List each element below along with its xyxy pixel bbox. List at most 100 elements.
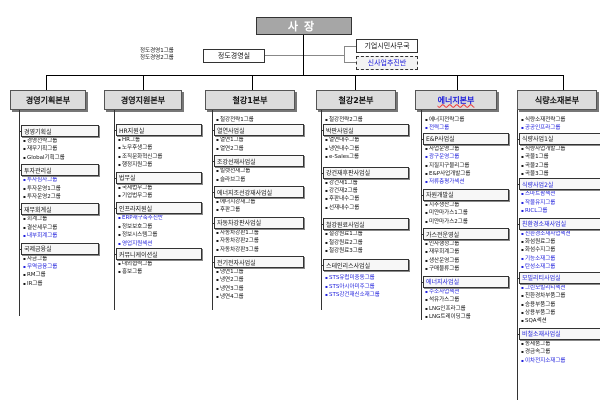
group-item: 무역금융그룹 — [19, 263, 99, 271]
group-item: 강건재2그룹 — [321, 187, 409, 195]
group-item: 대외협력그룹 — [114, 260, 202, 268]
group-item: 동제품그룹 — [517, 340, 600, 348]
group-item: 탄성소재그룹 — [517, 263, 600, 271]
group-item: 철강전략2그룹 — [321, 116, 409, 124]
group-item: STS아시아미주그룹 — [321, 283, 409, 291]
group-item: 지질지구물리그룹 — [421, 162, 509, 170]
drop-line — [252, 75, 253, 90]
column-spine — [19, 110, 20, 316]
drop-line — [457, 75, 458, 90]
office-box[interactable]: 법무실 — [114, 171, 202, 184]
column-spine — [212, 110, 213, 310]
division-column-0: 경영기획실 경영전략그룹 재무기획그룹 Global기획그룹 투자관리실 투자심… — [19, 110, 99, 316]
group-item: 곡물2그룹 — [517, 162, 600, 170]
division-head-energy[interactable]: 에너지본부 — [415, 90, 497, 110]
group-item: IR그룹 — [19, 280, 99, 288]
audit-office-box[interactable]: 정도경영실 — [203, 49, 265, 63]
staff-right-tick-1 — [344, 46, 356, 47]
office-box[interactable]: 국제금융실 — [19, 242, 99, 255]
group-item: 사업운영그룹 — [421, 145, 509, 153]
office-box[interactable]: HR지원실 — [114, 124, 202, 136]
office-box[interactable]: 친환경소재사업실 — [517, 217, 600, 230]
group-item: 결산세무그룹 — [19, 224, 99, 232]
group-item: 철강전략1그룹 — [212, 116, 304, 124]
office-box[interactable]: 재무회계실 — [19, 203, 99, 216]
office-box[interactable]: 투자관리실 — [19, 164, 99, 177]
drop-line — [355, 75, 356, 90]
division-head-management-planning[interactable]: 경영기획본부 — [10, 90, 86, 110]
group-item: STS유럽미중동그룹 — [321, 274, 409, 282]
group-item: 냉연내수그룹 — [321, 145, 409, 153]
staff-left-line — [265, 55, 303, 56]
column-spine — [421, 110, 422, 320]
office-box[interactable]: 박판사업실 — [321, 124, 409, 137]
office-box[interactable]: 강건재후판사업실 — [321, 166, 409, 179]
division-head-steel-1[interactable]: 철강1본부 — [205, 90, 295, 110]
group-item: 구매물류그룹 — [421, 265, 509, 273]
group-item: 에너지전략그룹 — [421, 116, 509, 124]
division-column-5: 식량소재전략그룹 공공인프라그룹 식량사업1실 식량사업개발그룹 곡물1그룹 곡… — [517, 110, 600, 400]
ceo-box[interactable]: 사장 — [256, 17, 352, 35]
group-item: HR그룹 — [114, 136, 202, 144]
office-box[interactable]: 철강원료사업실 — [321, 218, 409, 231]
office-box[interactable]: 가스전운영실 — [421, 228, 509, 241]
group-item: 인사행정그룹 — [421, 240, 509, 248]
office-box[interactable]: 모빌리티사업실 — [517, 271, 600, 284]
group-item: 시추생산그룹 — [421, 201, 509, 209]
division-head-food-materials[interactable]: 식량소재본부 — [517, 90, 597, 110]
drop-line — [563, 75, 564, 90]
staff-right-line — [304, 55, 344, 56]
group-item: RM그룹 — [19, 271, 99, 279]
group-item: 곡물1그룹 — [517, 153, 600, 161]
office-box[interactable]: 경영기획실 — [19, 125, 99, 137]
group-item: 경금속그룹 — [517, 348, 600, 356]
group-item: 광구운영그룹 — [421, 153, 509, 161]
group-item: 열연1그룹 — [212, 136, 304, 144]
office-box[interactable]: 자원개발실 — [421, 188, 509, 201]
group-item: 선재내수그룹 — [321, 204, 409, 212]
group-item: 자금그룹 — [19, 255, 99, 263]
office-box[interactable]: 조강선재사업실 — [212, 155, 304, 168]
office-box[interactable]: 인프라지원실 — [114, 202, 202, 215]
division-head-management-support[interactable]: 경영지원본부 — [104, 90, 182, 110]
office-box[interactable]: 자동차강판사업실 — [212, 216, 304, 229]
office-box[interactable]: 에너지사업실 — [421, 275, 509, 288]
group-item: 슬라브그룹 — [212, 176, 304, 184]
office-box[interactable]: 비철소재사업실 — [517, 327, 600, 340]
group-item: 기능소재그룹 — [517, 255, 600, 263]
group-item: SQA섹션 — [517, 317, 600, 325]
group-item: 스마트팜섹션 — [517, 190, 600, 198]
group-item: 홍보그룹 — [114, 268, 202, 276]
office-box[interactable]: 식량사업1실 — [517, 132, 600, 145]
office-box[interactable]: 스테인리스사업실 — [321, 259, 409, 272]
group-item: Global기획그룹 — [19, 154, 99, 162]
office-box[interactable]: 커뮤니케이션실 — [114, 248, 202, 261]
group-item: 열연2그룹 — [212, 145, 304, 153]
group-item: 강건재1그룹 — [321, 179, 409, 187]
column-spine — [114, 110, 115, 310]
corporate-citizenship-office-box[interactable]: 기업시민사무국 — [356, 39, 418, 53]
division-head-steel-2[interactable]: 철강2본부 — [316, 90, 396, 110]
new-business-task-force-box[interactable]: 신사업추진반 — [356, 56, 418, 70]
office-box[interactable]: 에너지조선강재사업실 — [212, 186, 304, 199]
division-bus-line — [46, 75, 563, 76]
group-item: 후판내수그룹 — [321, 195, 409, 203]
group-item: ERP재구축추진반 — [114, 214, 202, 222]
office-box[interactable]: 전기전자사업실 — [212, 256, 304, 269]
group-item: 영업지원섹션 — [114, 240, 202, 248]
group-item: 자동차강판3그룹 — [212, 246, 304, 254]
group-item: 투자운영1그룹 — [19, 185, 99, 193]
group-item: 철강원료2그룹 — [321, 239, 409, 247]
group-item: 노무후생그룹 — [114, 144, 202, 152]
office-box[interactable]: 열연사업실 — [212, 124, 304, 137]
group-item: 친환경차부품그룹 — [517, 292, 600, 300]
group-item: 정보시스템그룹 — [114, 231, 202, 239]
group-item: 식량소재전략그룹 — [517, 116, 600, 124]
office-box[interactable]: E&P사업실 — [421, 132, 509, 145]
group-item: 승용부품그룹 — [517, 301, 600, 309]
office-box[interactable]: 식량사업2실 — [517, 178, 600, 191]
group-item: 자동차강판2그룹 — [212, 237, 304, 245]
group-item: 투자운영2그룹 — [19, 193, 99, 201]
group-item: 곡물3그룹 — [517, 170, 600, 178]
column-spine — [517, 110, 518, 400]
